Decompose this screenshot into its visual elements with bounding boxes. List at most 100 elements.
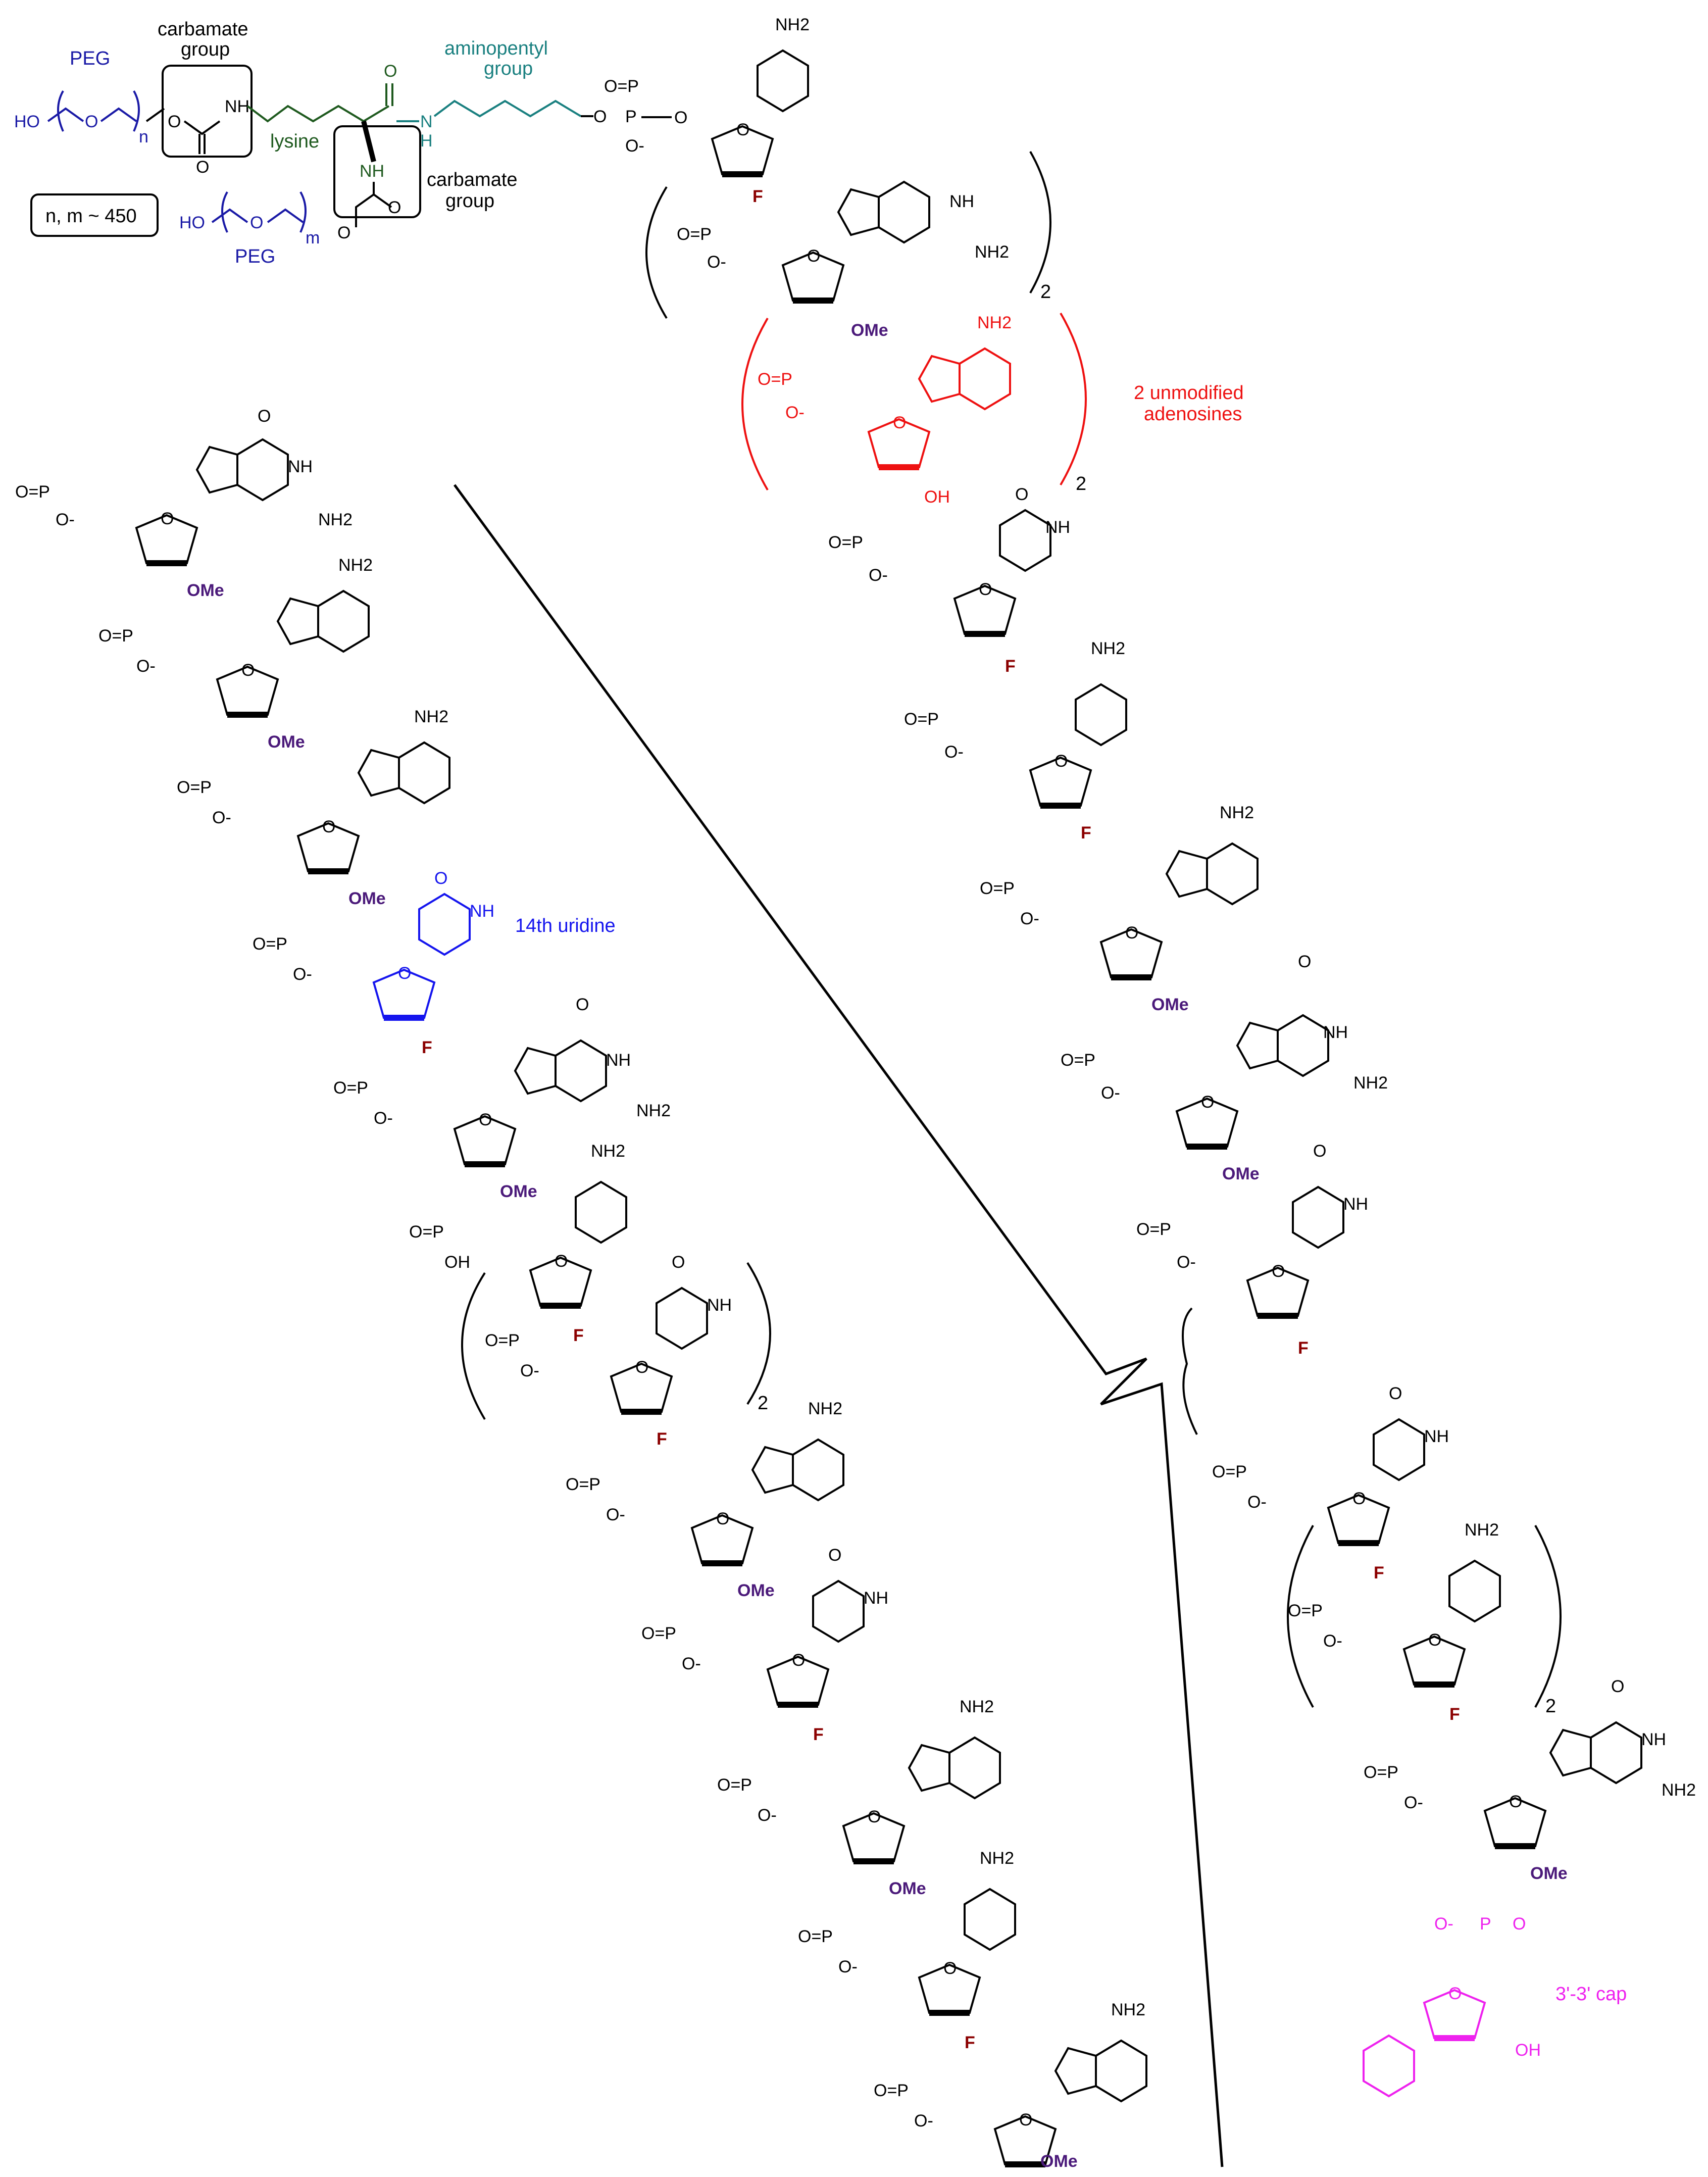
opo-label: O=P <box>566 1475 600 1494</box>
ome-label: OMe <box>1040 2152 1078 2171</box>
o-label-carbamate-bottom: O <box>337 223 350 242</box>
nh2-label: NH2 <box>1662 1780 1696 1800</box>
ominus-label: O- <box>1247 1493 1267 1512</box>
ome-label: OMe <box>1151 995 1189 1014</box>
oh-label: OH <box>1515 2041 1541 2060</box>
carbamate-box-top <box>162 65 253 158</box>
ome-label: OMe <box>187 581 224 600</box>
uridine14-label: 14th uridine <box>515 915 616 936</box>
strand-divider <box>453 484 1224 2167</box>
fluoro-label: F <box>1449 1705 1460 1724</box>
fluoro-label: F <box>1005 657 1016 676</box>
o-label-linker-phosphate: O <box>593 107 607 126</box>
opo-label: O=P <box>1288 1601 1323 1620</box>
o-label: O <box>1513 1914 1526 1934</box>
opo-label: O=P <box>333 1078 368 1098</box>
oh-label: OH <box>444 1253 470 1272</box>
nh-label-amine: N <box>420 112 433 131</box>
phosphate-o: O=P <box>604 77 639 96</box>
ominus-label: O- <box>1020 909 1039 928</box>
nh-label: NH <box>606 1051 631 1070</box>
nh2-label: NH2 <box>775 15 810 34</box>
nh2-label: NH2 <box>808 1399 842 1418</box>
ominus-label: O- <box>1404 1793 1423 1812</box>
opo-label: O=P <box>717 1775 752 1795</box>
nh2-label: NH2 <box>1091 639 1125 658</box>
m-subscript: m <box>306 228 320 248</box>
fluoro-label: F <box>813 1725 824 1744</box>
repeat-label: 2 <box>758 1393 768 1414</box>
ome-label: OMe <box>737 1581 775 1600</box>
ominus-label: O- <box>869 566 888 585</box>
repeat-label: 2 <box>1545 1696 1556 1717</box>
opo-label: O=P <box>409 1222 444 1242</box>
peg-label-top: PEG <box>70 48 110 69</box>
oeq-label: O <box>1298 952 1311 971</box>
ominus-label: O- <box>682 1654 701 1673</box>
oeq-label: O <box>576 995 589 1014</box>
nh2-label: NH2 <box>960 1697 994 1716</box>
fluoro-label: F <box>1298 1339 1309 1358</box>
fluoro-label: F <box>422 1038 432 1057</box>
oeq-label: O <box>258 407 271 426</box>
peg-label-bottom: PEG <box>235 246 275 267</box>
o-label: O <box>674 108 687 127</box>
unmod-label-1: 2 unmodified <box>1134 382 1244 404</box>
nh-label: NH <box>1045 518 1070 537</box>
opo-label: O=P <box>98 626 133 646</box>
ominus-label: O- <box>758 1806 777 1825</box>
oh-label: OH <box>924 487 950 507</box>
left-strand: O=P O- O NH NH2 OMe O=P O- NH2 OMe O=P O… <box>15 407 1147 2171</box>
ominus-label: O- <box>1177 1253 1196 1272</box>
ho-label-bottom: HO <box>179 213 205 232</box>
ome-label: OMe <box>268 732 305 752</box>
n-subscript: n <box>139 127 148 146</box>
ominus-label: O- <box>520 1361 539 1380</box>
o-label-carbonyl-top: O <box>196 158 209 177</box>
ho-label-top: HO <box>14 112 40 131</box>
oeq-label: O <box>1313 1142 1326 1161</box>
opo-label: O=P <box>641 1624 676 1643</box>
ominus-label: O- <box>914 2111 933 2131</box>
opo-label: O=P <box>758 370 792 389</box>
opo-label: O=P <box>177 778 212 797</box>
opo-label: O=P <box>798 1927 833 1946</box>
oeq-label: O <box>1611 1677 1624 1696</box>
ome-label: OMe <box>500 1182 537 1201</box>
fluoro-label: F <box>1081 823 1091 843</box>
nh-label: NH <box>1323 1023 1348 1042</box>
nh2-label: NH2 <box>338 556 373 575</box>
phosphate-p: P <box>625 107 637 126</box>
o-label-peg-top: O <box>85 112 98 131</box>
repeat-label: 2 <box>1076 473 1086 494</box>
ome-label: OMe <box>851 321 888 340</box>
ome-label: OMe <box>1530 1864 1568 1883</box>
nm-box <box>30 193 159 237</box>
nh-label-lysine-alpha: NH <box>360 162 384 181</box>
ome-label: OMe <box>1222 1164 1260 1183</box>
oeq-label: O <box>1389 1384 1402 1403</box>
bottom-right-strand: O=P O- O NH F 2 O=P O- NH2 F O=P O- O NH… <box>1212 1384 1696 2097</box>
nh2-label: NH2 <box>1353 1073 1388 1093</box>
fluoro-label: F <box>752 187 763 206</box>
carbamate-box-bottom <box>333 125 421 218</box>
carbamate-label-bottom-2: group <box>445 190 494 212</box>
nh2-label: NH2 <box>1220 803 1254 822</box>
nh-label: NH <box>288 457 313 476</box>
lysine-label: lysine <box>270 131 319 152</box>
ominus-label: O- <box>944 743 964 762</box>
nh-label: NH <box>949 192 974 211</box>
opo-label: O=P <box>980 879 1015 898</box>
nh2-label: NH2 <box>1465 1520 1499 1540</box>
o-label-carbonyl-bottom: O <box>388 198 401 217</box>
ome-label: OMe <box>889 1879 926 1898</box>
opo-label: O- <box>1434 1914 1453 1934</box>
nh-label-carbamate-top: NH <box>225 97 249 116</box>
cap-label: 3'-3' cap <box>1555 1984 1627 2005</box>
opo-label: O=P <box>828 533 863 552</box>
aminopentyl-label-2: group <box>484 58 533 79</box>
carbamate-label-top-1: carbamate <box>158 19 248 40</box>
nh-label: NH <box>707 1296 732 1315</box>
oeq-label: O <box>828 1546 841 1565</box>
ominus-label: O- <box>707 253 726 272</box>
